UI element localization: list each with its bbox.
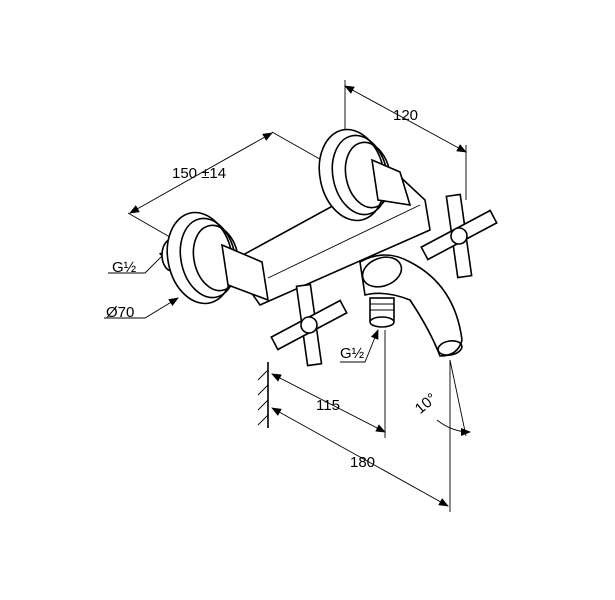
wall-hatch: [257, 362, 269, 428]
leader-rosette: [104, 297, 179, 319]
left-wall-rosette: [161, 211, 270, 305]
dim-line-150: [129, 132, 273, 214]
label-rosette-diameter: Ø70: [106, 304, 134, 321]
left-cross-handle[interactable]: [270, 283, 348, 367]
angle-arc-10: [436, 419, 471, 436]
outlet-fitting: [369, 297, 395, 328]
dim-line-120: [344, 85, 467, 153]
leader-outlet-thread: [340, 329, 379, 363]
right-cross-handle[interactable]: [420, 193, 498, 279]
dim-label-120: 120: [393, 107, 418, 124]
label-inlet-thread: G½: [112, 259, 137, 276]
dim-label-150: 150 ±14: [172, 165, 226, 182]
dim-label-180: 180: [350, 454, 375, 471]
right-wall-rosette: [318, 128, 412, 222]
label-outlet-thread: G½: [340, 345, 365, 362]
dim-line-180: [271, 407, 449, 507]
leader-inlet-thread: [108, 249, 169, 274]
dim-label-115: 115: [316, 397, 340, 414]
spout: [359, 254, 463, 357]
label-spout-angle: 10°: [412, 390, 440, 418]
